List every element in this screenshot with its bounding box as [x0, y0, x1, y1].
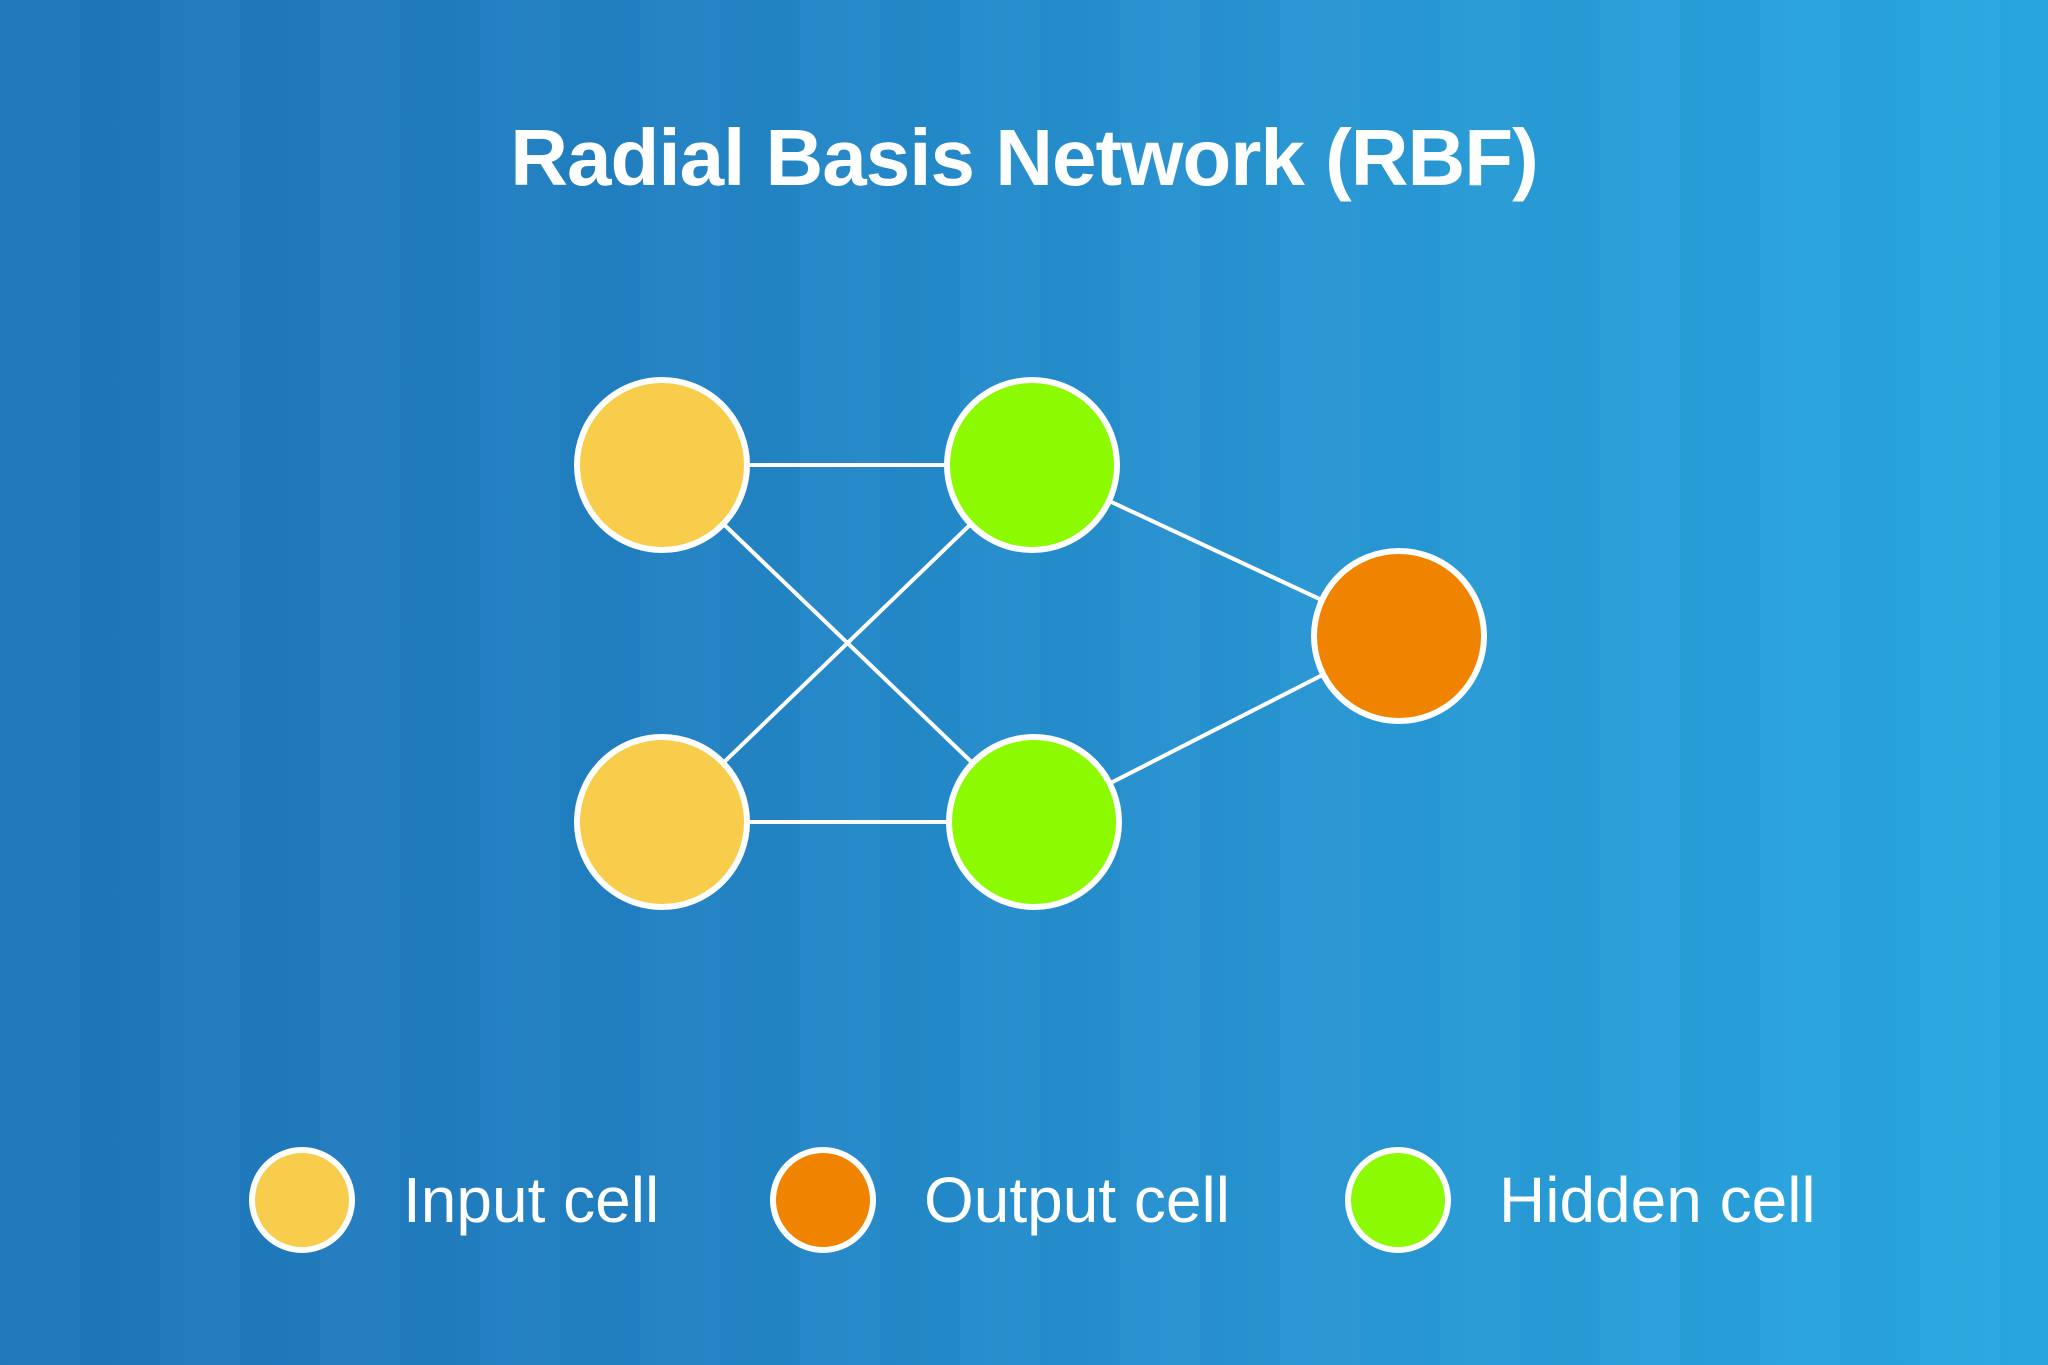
node-output-1: [1311, 548, 1487, 724]
node-hidden-2: [946, 734, 1122, 910]
node-input-1: [574, 377, 750, 553]
diagram-title: Radial Basis Network (RBF): [510, 113, 1539, 202]
node-hidden-1: [944, 377, 1120, 553]
node-input-2: [574, 734, 750, 910]
